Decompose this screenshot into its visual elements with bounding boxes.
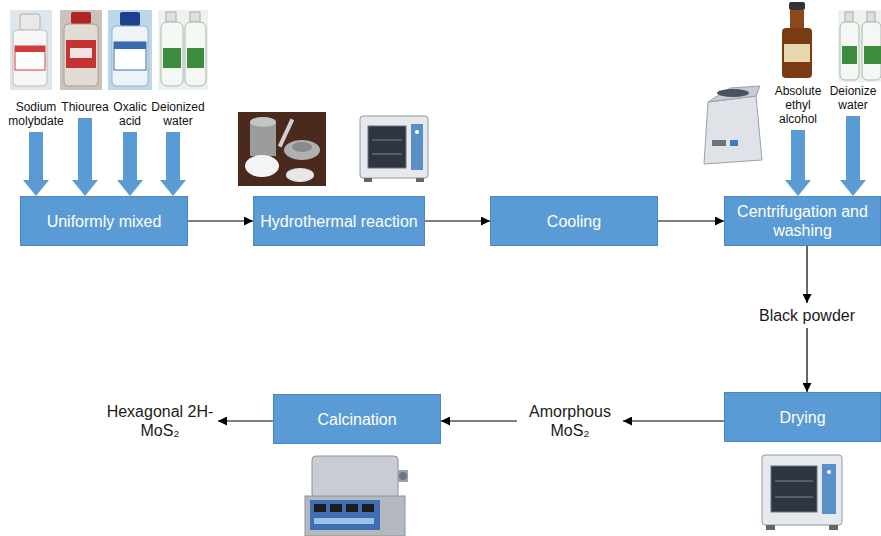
- reagent-label: Deionized water: [148, 100, 208, 128]
- block-arrow: [160, 132, 186, 196]
- block-arrow: [72, 118, 98, 196]
- flow-arrow: [441, 420, 517, 421]
- flow-arrow: [218, 420, 273, 421]
- process-box: Uniformly mixed: [20, 196, 188, 246]
- reagent-label: Sodium molybdate: [5, 100, 67, 128]
- block-arrow: [23, 132, 49, 196]
- water-bottles: [838, 10, 881, 82]
- flow-arrow: [623, 420, 724, 421]
- reagent-bottle: [60, 10, 102, 90]
- process-box: Hydrothermal reaction: [253, 196, 425, 246]
- water-bottles: [158, 10, 208, 90]
- process-box: Centrifugation and washing: [724, 196, 881, 246]
- product-label: Amorphous MoS₂: [520, 402, 620, 440]
- flow-arrow: [806, 328, 807, 392]
- reagent-bottle: [10, 10, 52, 90]
- node-text: Sodium molybdate: [5, 100, 67, 128]
- node-text: Hydrothermal reaction: [260, 212, 417, 231]
- block-arrow: [117, 132, 143, 196]
- node-text: Uniformly mixed: [47, 212, 162, 231]
- product-label: Black powder: [752, 306, 862, 325]
- reagent-label: Oxalic acid: [107, 100, 153, 128]
- centrifuge-icon: [704, 86, 762, 164]
- process-box: Cooling: [490, 196, 658, 246]
- product-label: Hexagonal 2H-MoS₂: [105, 402, 215, 440]
- tube-furnace-icon: [305, 456, 408, 536]
- process-box: Calcination: [273, 394, 441, 444]
- reagent-label: Thiourea: [60, 100, 110, 114]
- reagent-label: Absolute ethyl alcohol: [772, 84, 824, 126]
- flow-arrow: [425, 220, 490, 221]
- autoclave-photo: [238, 112, 326, 186]
- node-text: Hexagonal 2H-MoS₂: [105, 402, 215, 440]
- reagent-label: Deionize water: [828, 84, 878, 112]
- block-arrow: [840, 116, 866, 196]
- node-text: Deionized water: [148, 100, 208, 128]
- reagent-bottle: [108, 10, 152, 90]
- node-text: Thiourea: [61, 100, 108, 114]
- flow-arrow: [806, 246, 807, 303]
- node-text: Drying: [779, 408, 825, 427]
- oven-icon: [762, 455, 842, 530]
- node-text: Cooling: [547, 212, 601, 231]
- alcohol-bottle: [782, 2, 812, 78]
- oven-icon: [360, 116, 428, 182]
- node-text: Centrifugation and washing: [729, 202, 876, 240]
- block-arrow: [785, 130, 811, 196]
- node-text: Deionize water: [828, 84, 878, 112]
- node-text: Amorphous MoS₂: [520, 402, 620, 440]
- process-box: Drying: [724, 392, 881, 442]
- node-text: Oxalic acid: [107, 100, 153, 128]
- node-text: Calcination: [317, 410, 396, 429]
- node-text: Black powder: [759, 306, 855, 325]
- flow-arrow: [658, 220, 724, 221]
- flow-arrow: [188, 220, 253, 221]
- node-text: Absolute ethyl alcohol: [772, 84, 824, 126]
